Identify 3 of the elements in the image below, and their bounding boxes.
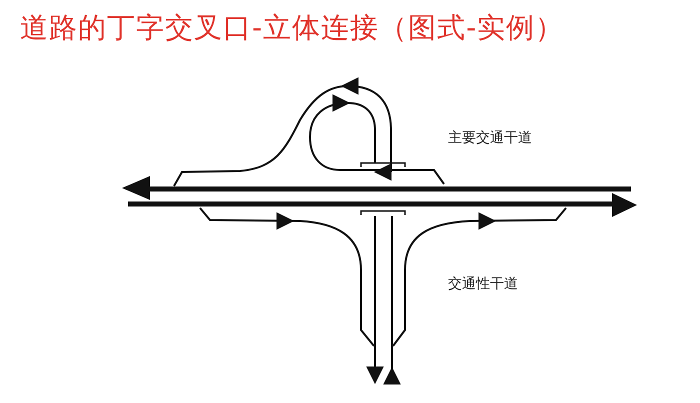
road-label: 交通性干道 [448, 275, 518, 294]
road-label: 主要交通干道 [448, 129, 532, 148]
title: 道路的丁字交叉口-立体连接（图式-实例） [20, 10, 564, 46]
